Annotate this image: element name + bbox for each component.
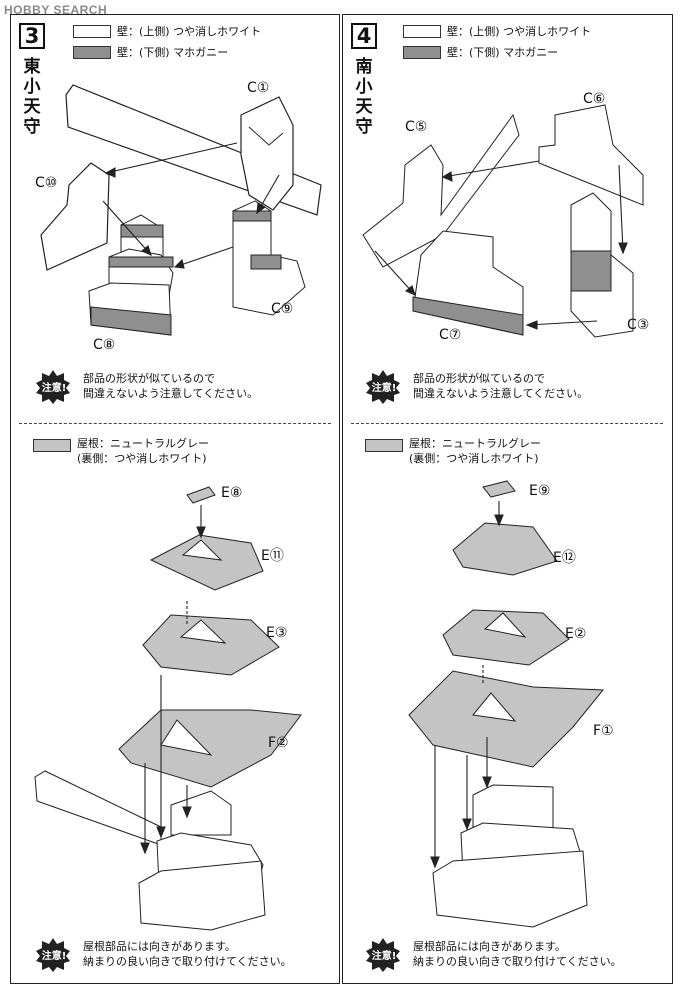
part-label-c10: C⑩	[35, 175, 58, 191]
legend-swatch-white	[403, 25, 441, 38]
part-label-e8: E⑧	[221, 485, 243, 501]
part-label-c7: C⑦	[439, 327, 462, 343]
caution-note-bottom: 屋根部品には向きがあります。納まりの良い向きで取り付けてください。	[83, 940, 292, 968]
legend-roof: 屋根：ニュートラルグレー(裏側：つや消しホワイト)	[409, 437, 541, 465]
part-label-c3: C③	[627, 317, 650, 333]
caution-badge-icon	[36, 938, 70, 972]
caution-badge-label: 注意!	[371, 383, 397, 394]
caution-note-bottom: 屋根部品には向きがあります。納まりの良い向きで取り付けてください。	[413, 940, 622, 968]
step-4-number: 4	[351, 23, 377, 49]
caution-note-top: 部品の形状が似ているので間違えないよう注意してください。	[83, 372, 259, 400]
legend-wall-upper: 壁：(上側) つや消しホワイト	[117, 25, 262, 38]
part-label-c6: C⑥	[583, 91, 606, 107]
part-label-c5: C⑤	[405, 119, 428, 135]
legend-wall-lower: 壁：(下側) マホガニー	[117, 46, 229, 59]
step-4-title: 南小天守	[355, 57, 373, 137]
legend-swatch-roof	[365, 439, 403, 452]
step-3-panel: 3 東小天守 壁：(上側) つや消しホワイト 壁：(下側) マホガニー C①	[10, 14, 340, 984]
hobby-search-watermark: HOBBY SEARCH	[4, 3, 108, 17]
step-3-roof-diagram	[34, 486, 302, 931]
legend-swatch-mahogany	[73, 46, 111, 59]
legend-wall-upper: 壁：(上側) つや消しホワイト	[447, 25, 592, 38]
step-3-title: 東小天守	[23, 57, 41, 137]
part-label-c1: C①	[247, 80, 270, 96]
legend-swatch-mahogany	[403, 46, 441, 59]
caution-badge-label: 注意!	[41, 383, 67, 394]
part-label-e2: E②	[565, 626, 587, 642]
part-label-c8: C⑧	[93, 337, 116, 353]
legend-swatch-roof	[33, 439, 71, 452]
caution-badge-icon	[36, 370, 70, 404]
part-label-e12: E⑫	[553, 550, 576, 566]
step-3-number: 3	[19, 23, 45, 49]
part-label-e11: E⑪	[261, 548, 284, 564]
legend-roof: 屋根：ニュートラルグレー(裏側：つや消しホワイト)	[77, 437, 209, 465]
part-label-c9: C⑨	[271, 301, 294, 317]
step-divider	[351, 423, 663, 424]
step-divider	[19, 423, 331, 424]
part-label-f1: F①	[593, 723, 614, 739]
caution-note-top: 部品の形状が似ているので間違えないよう注意してください。	[413, 372, 589, 400]
legend-wall-lower: 壁：(下側) マホガニー	[447, 46, 559, 59]
caution-badge-label: 注意!	[41, 951, 67, 962]
part-label-e3: E③	[266, 625, 288, 641]
caution-badge-label: 注意!	[371, 951, 397, 962]
legend-swatch-white	[73, 25, 111, 38]
caution-badge-icon	[366, 938, 400, 972]
step-4-roof-diagram	[408, 480, 605, 928]
step-4-panel: 4 南小天守 壁：(上側) つや消しホワイト 壁：(下側) マホガニー C⑥ C…	[342, 14, 673, 984]
step-4-wall-diagram	[362, 104, 644, 338]
caution-badge-icon	[366, 370, 400, 404]
part-label-f2: F②	[268, 735, 289, 751]
part-label-e9: E⑨	[529, 483, 551, 499]
step-3-wall-diagram	[40, 84, 322, 336]
